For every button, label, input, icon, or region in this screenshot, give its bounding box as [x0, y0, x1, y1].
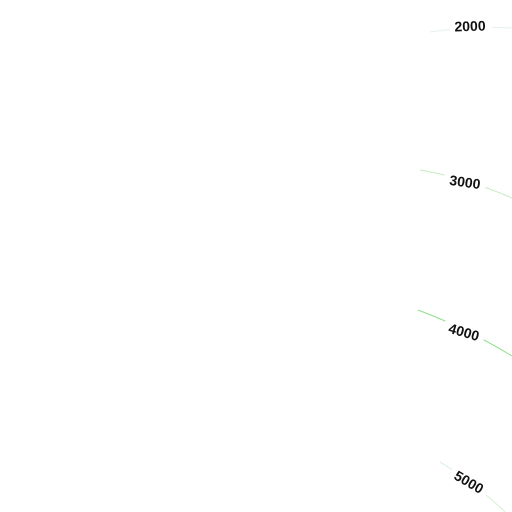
contour-label-3000: 3000 [448, 172, 481, 192]
contour-label-halo-2000 [450, 16, 492, 36]
contour-label-halo-5000 [445, 462, 493, 502]
contour-label-halo-4000 [441, 316, 487, 348]
contour-4000: 4000 [417, 309, 512, 357]
contour-label-2000: 2000 [454, 17, 486, 34]
contour-label-halo-3000 [442, 169, 488, 195]
contour-3000: 3000 [419, 169, 512, 199]
contour-2000: 2000 [429, 16, 512, 36]
contour-5000: 5000 [439, 461, 506, 512]
